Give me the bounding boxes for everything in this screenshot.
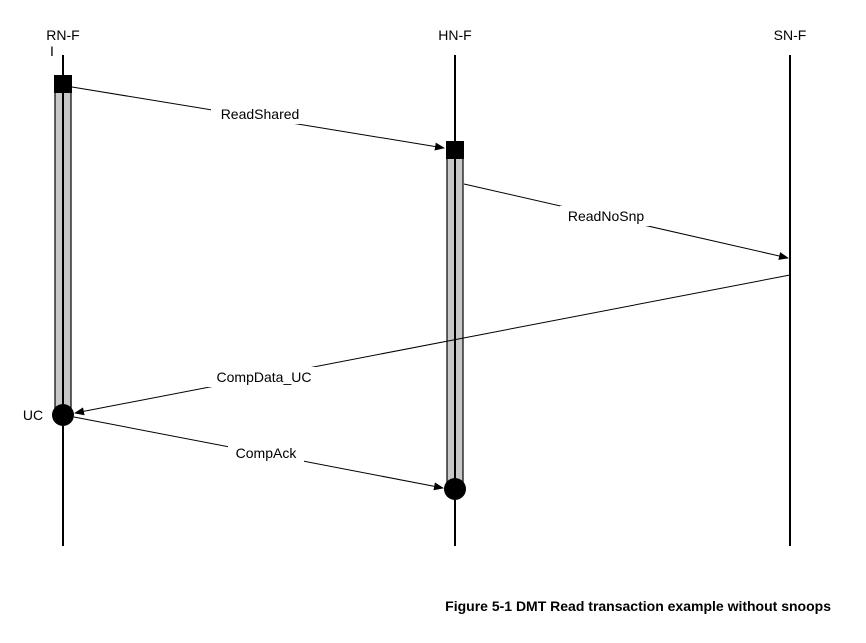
hn-f-end-circle [444, 478, 466, 500]
figure-caption: Figure 5-1 DMT Read transaction example … [445, 598, 831, 614]
hn-f-start-square [446, 141, 464, 159]
message-readnosnp-label: ReadNoSnp [568, 208, 644, 224]
rn-f-start-square [54, 75, 72, 93]
message-compack-label: CompAck [236, 445, 298, 461]
message-compdata-uc-arrow [74, 274, 791, 416]
rn-f-initial-state: I [50, 43, 54, 59]
lifeline-label-sn-f: SN-F [774, 27, 807, 43]
message-readshared-label: ReadShared [221, 106, 300, 122]
rn-f-end-circle [52, 404, 74, 426]
lifeline-label-rn-f: RN-F [46, 27, 79, 43]
rn-f-final-state: UC [23, 407, 43, 423]
lifeline-label-hn-f: HN-F [438, 27, 471, 43]
message-compdata-uc-label: CompData_UC [217, 369, 312, 385]
